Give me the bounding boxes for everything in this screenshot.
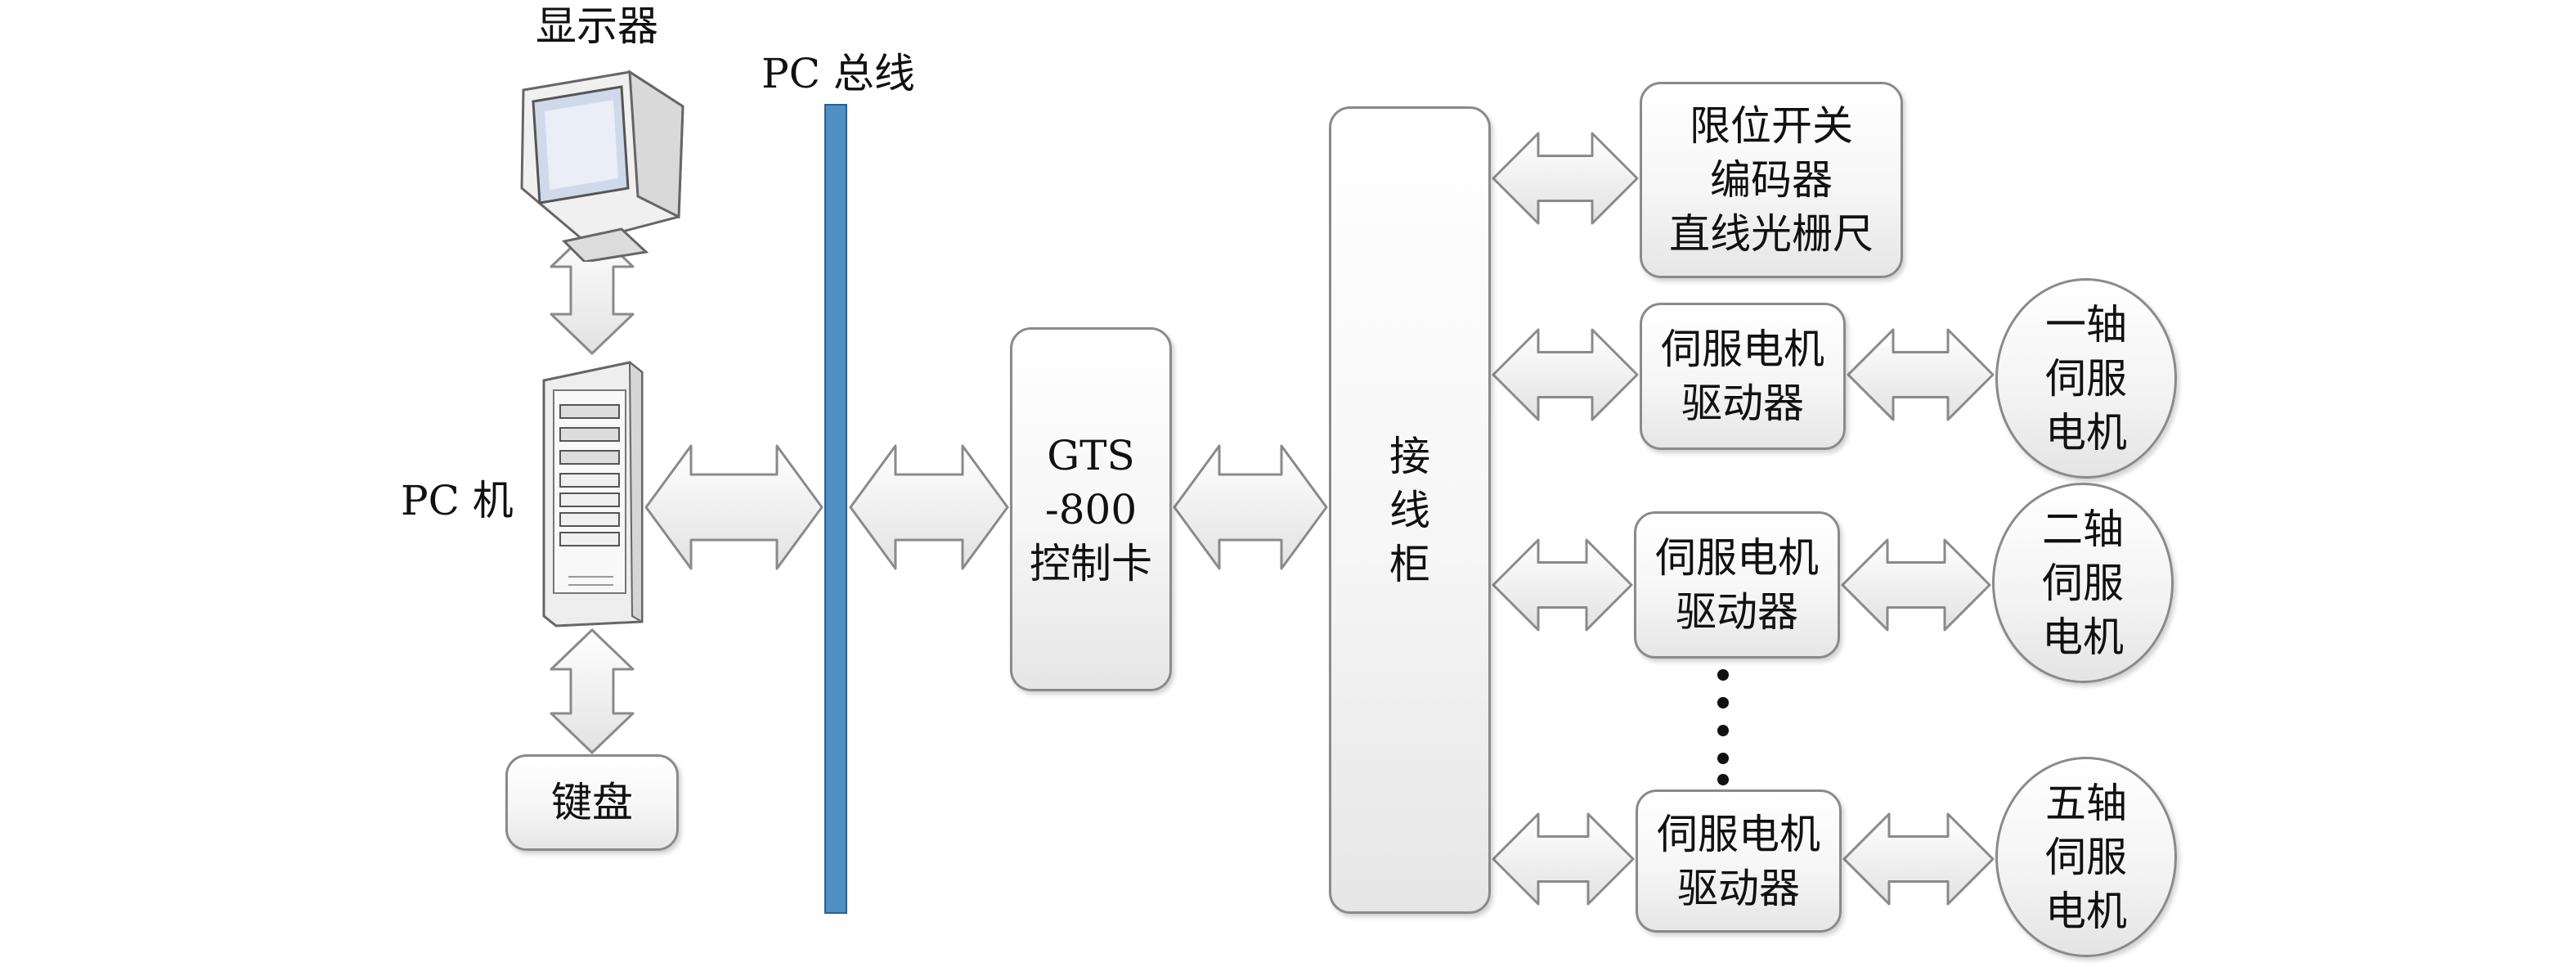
driver-2-label-line-2: 驱动器 [1676, 588, 1798, 636]
servo-driver-box-2: 伺服电机 驱动器 [1634, 511, 1840, 659]
motor-1-label-line-2: 伺服 [2045, 354, 2127, 403]
driver-1-label-line-1: 伺服电机 [1661, 326, 1824, 373]
monitor-label: 显示器 [536, 2, 658, 50]
cabinet-driver-2-arrow [1492, 538, 1633, 632]
pc-keyboard-arrow [550, 628, 635, 754]
sensors-box: 限位开关 编码器 直线光栅尺 [1640, 82, 1903, 278]
bus-controller-arrow [849, 444, 1009, 570]
motor-2-label-line-3: 电机 [2042, 613, 2124, 661]
controller-label-line-3: 控制卡 [1030, 539, 1152, 587]
pc-bus-label: PC 总线 [761, 50, 915, 97]
monitor-pc-arrow [550, 226, 635, 355]
driver-5-motor-5-arrow [1842, 812, 1995, 906]
ellipsis-dot [1717, 697, 1729, 708]
motor-1-label-line-3: 电机 [2045, 408, 2127, 457]
pc-label: PC 机 [401, 477, 514, 524]
motor-1-label-line-1: 一轴 [2045, 300, 2127, 349]
servo-driver-box-1: 伺服电机 驱动器 [1640, 303, 1846, 450]
cabinet-sensors-arrow [1492, 132, 1639, 225]
pc-tower-icon [542, 360, 644, 627]
pc-bus-bar [824, 104, 847, 914]
driver-5-label-line-1: 伺服电机 [1657, 810, 1820, 858]
ellipsis-dot [1717, 774, 1729, 785]
driver-2-label-line-1: 伺服电机 [1655, 534, 1819, 582]
servo-motor-2: 二轴 伺服 电机 [1992, 483, 2174, 683]
controller-box: GTS -800 控制卡 [1010, 327, 1172, 691]
wiring-cabinet-box: 接 线 柜 [1329, 106, 1491, 914]
cabinet-label-line-1: 接 [1389, 432, 1430, 480]
servo-motor-1: 一轴 伺服 电机 [1995, 278, 2177, 479]
cabinet-label-line-3: 柜 [1389, 540, 1430, 588]
sensors-label-line-1: 限位开关 [1690, 102, 1853, 150]
controller-label-line-1: GTS [1047, 431, 1135, 479]
keyboard-label: 键盘 [551, 779, 633, 826]
monitor-icon [520, 70, 684, 262]
motor-5-label-line-1: 五轴 [2045, 779, 2127, 827]
ellipsis-dot [1717, 753, 1729, 764]
controller-label-line-2: -800 [1044, 485, 1138, 533]
controller-cabinet-arrow [1173, 444, 1328, 570]
driver-5-label-line-2: 驱动器 [1677, 864, 1800, 912]
motor-2-label-line-1: 二轴 [2042, 505, 2124, 553]
driver-1-label-line-2: 驱动器 [1681, 380, 1804, 427]
cabinet-driver-1-arrow [1492, 328, 1639, 421]
sensors-label-line-2: 编码器 [1710, 156, 1833, 204]
sensors-label-line-3: 直线光栅尺 [1669, 210, 1874, 258]
keyboard-box: 键盘 [505, 754, 679, 851]
motor-2-label-line-2: 伺服 [2042, 559, 2124, 607]
motor-5-label-line-2: 伺服 [2045, 833, 2127, 881]
driver-2-motor-2-arrow [1841, 538, 1991, 632]
ellipsis-dot [1717, 725, 1729, 736]
cabinet-driver-5-arrow [1492, 812, 1635, 906]
pc-bus-arrow [644, 444, 824, 570]
cabinet-label-line-2: 线 [1389, 486, 1430, 534]
ellipsis-dot [1717, 669, 1729, 681]
servo-motor-5: 五轴 伺服 电机 [1995, 757, 2177, 957]
motor-5-label-line-3: 电机 [2045, 887, 2127, 935]
servo-driver-box-5: 伺服电机 驱动器 [1636, 789, 1842, 933]
driver-1-motor-1-arrow [1847, 328, 1995, 421]
